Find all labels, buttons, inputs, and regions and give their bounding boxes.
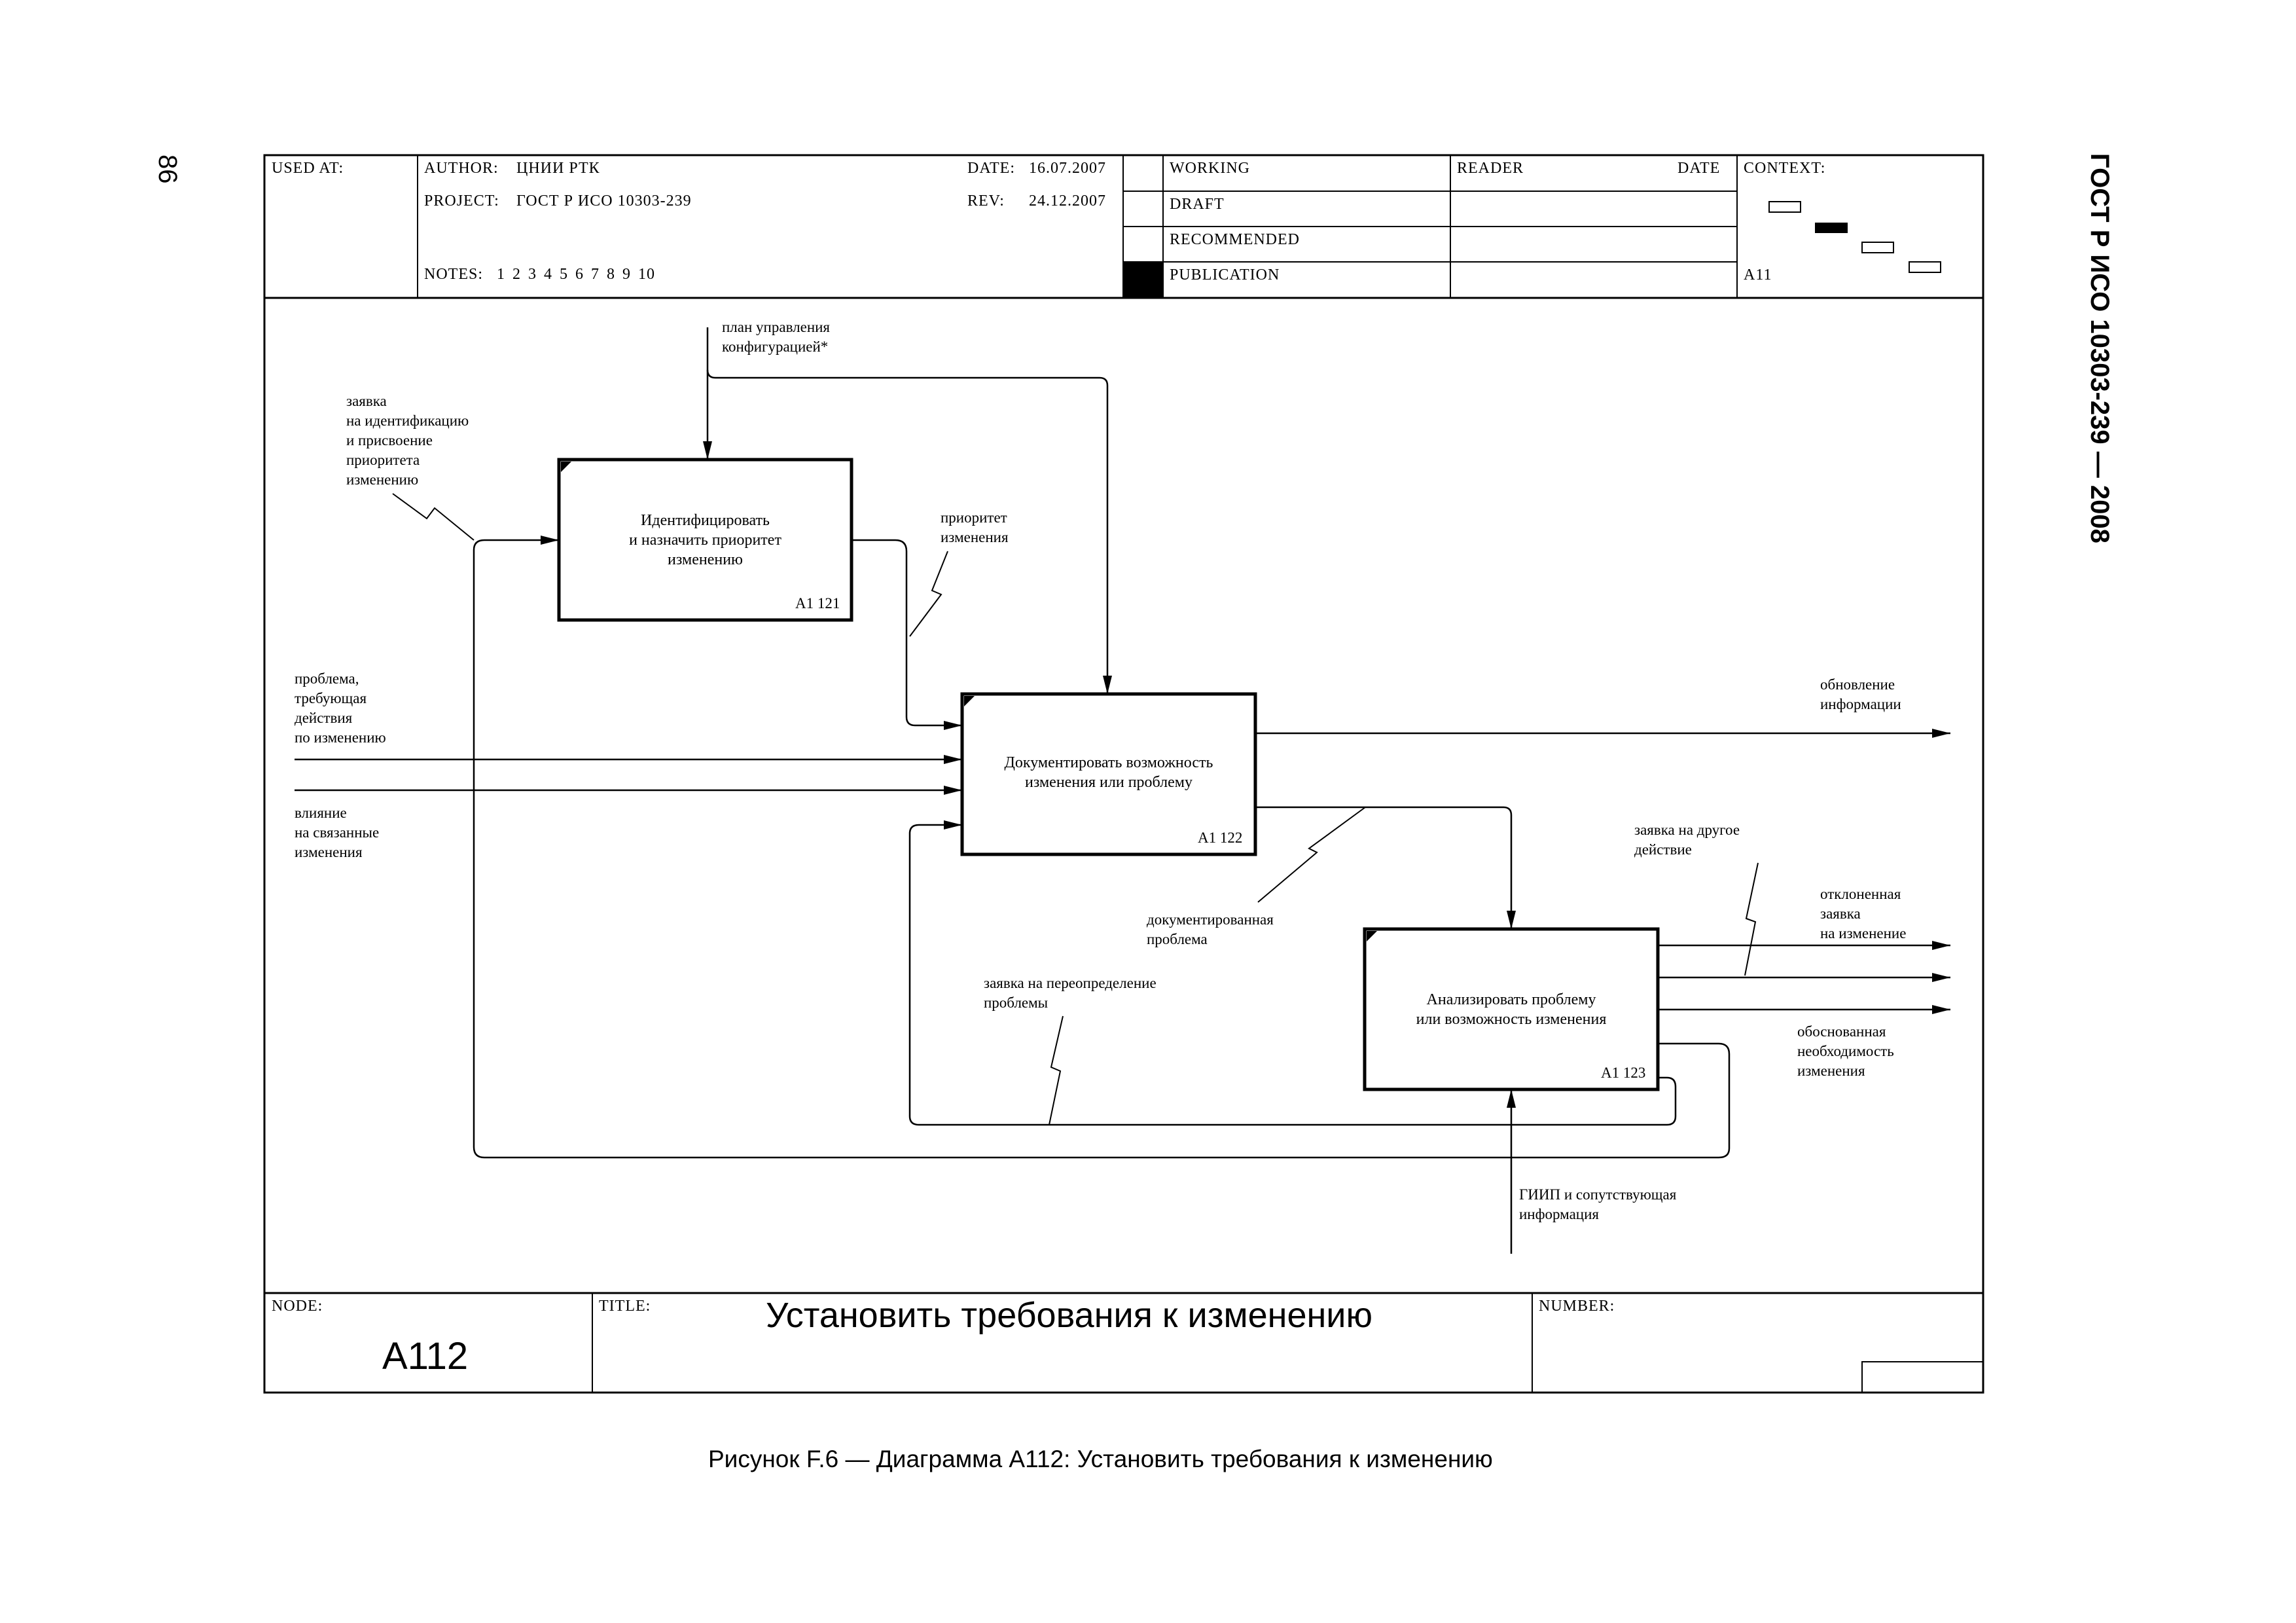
priority-arrow <box>852 539 962 730</box>
request-id-leader <box>392 493 475 541</box>
documented-problem-arrow <box>1255 806 1516 929</box>
node-value: A112 <box>382 1335 469 1377</box>
box-a1123-number: A1 123 <box>1601 1065 1646 1081</box>
redefine-leader <box>1049 1015 1064 1125</box>
context-icon <box>1768 201 1941 273</box>
status-recommended: RECOMMENDED <box>1170 231 1300 248</box>
author-label: AUTHOR: <box>424 160 499 177</box>
date-label: DATE: <box>967 160 1015 177</box>
used-at-label: USED AT: <box>272 160 344 177</box>
number-label: NUMBER: <box>1539 1298 1615 1315</box>
documented-leader <box>1257 807 1366 903</box>
author-value: ЦНИИ РТК <box>516 160 600 177</box>
box-a1122-frame <box>960 692 1257 856</box>
other-action-leader <box>1744 862 1759 976</box>
figure-caption: Рисунок F.6 — Диаграмма А112: Установить… <box>708 1446 1493 1472</box>
reader-date-label: DATE <box>1677 160 1721 177</box>
notes-label: NOTES: <box>424 266 483 283</box>
title-label: TITLE: <box>599 1298 651 1315</box>
box-a1122-number: A1 122 <box>1198 830 1243 846</box>
status-draft: DRAFT <box>1170 196 1225 213</box>
project-label: PROJECT: <box>424 192 499 210</box>
context-node: A11 <box>1744 266 1772 283</box>
reader-label: READER <box>1457 160 1524 177</box>
publication-marker <box>1123 262 1163 298</box>
notes-value: 1 2 3 4 5 6 7 8 9 10 <box>497 266 655 283</box>
redefine-feedback-arrow <box>908 820 1677 1126</box>
date-value: 16.07.2007 <box>1029 160 1106 177</box>
priority-leader <box>909 551 948 637</box>
rev-value: 24.12.2007 <box>1029 192 1106 210</box>
plan-arrow-to-a1122 <box>706 369 1112 694</box>
status-working: WORKING <box>1170 160 1250 177</box>
diagram-title: Установить требования к изменению <box>766 1296 1372 1335</box>
project-value: ГОСТ Р ИСО 10303-239 <box>516 192 692 210</box>
request-feedback-arrow <box>473 536 1731 1159</box>
context-label: CONTEXT: <box>1744 160 1826 177</box>
node-label: NODE: <box>272 1298 323 1315</box>
box-a1121-number: A1 121 <box>795 595 840 611</box>
rev-label: REV: <box>967 192 1005 210</box>
status-publication: PUBLICATION <box>1170 266 1280 283</box>
